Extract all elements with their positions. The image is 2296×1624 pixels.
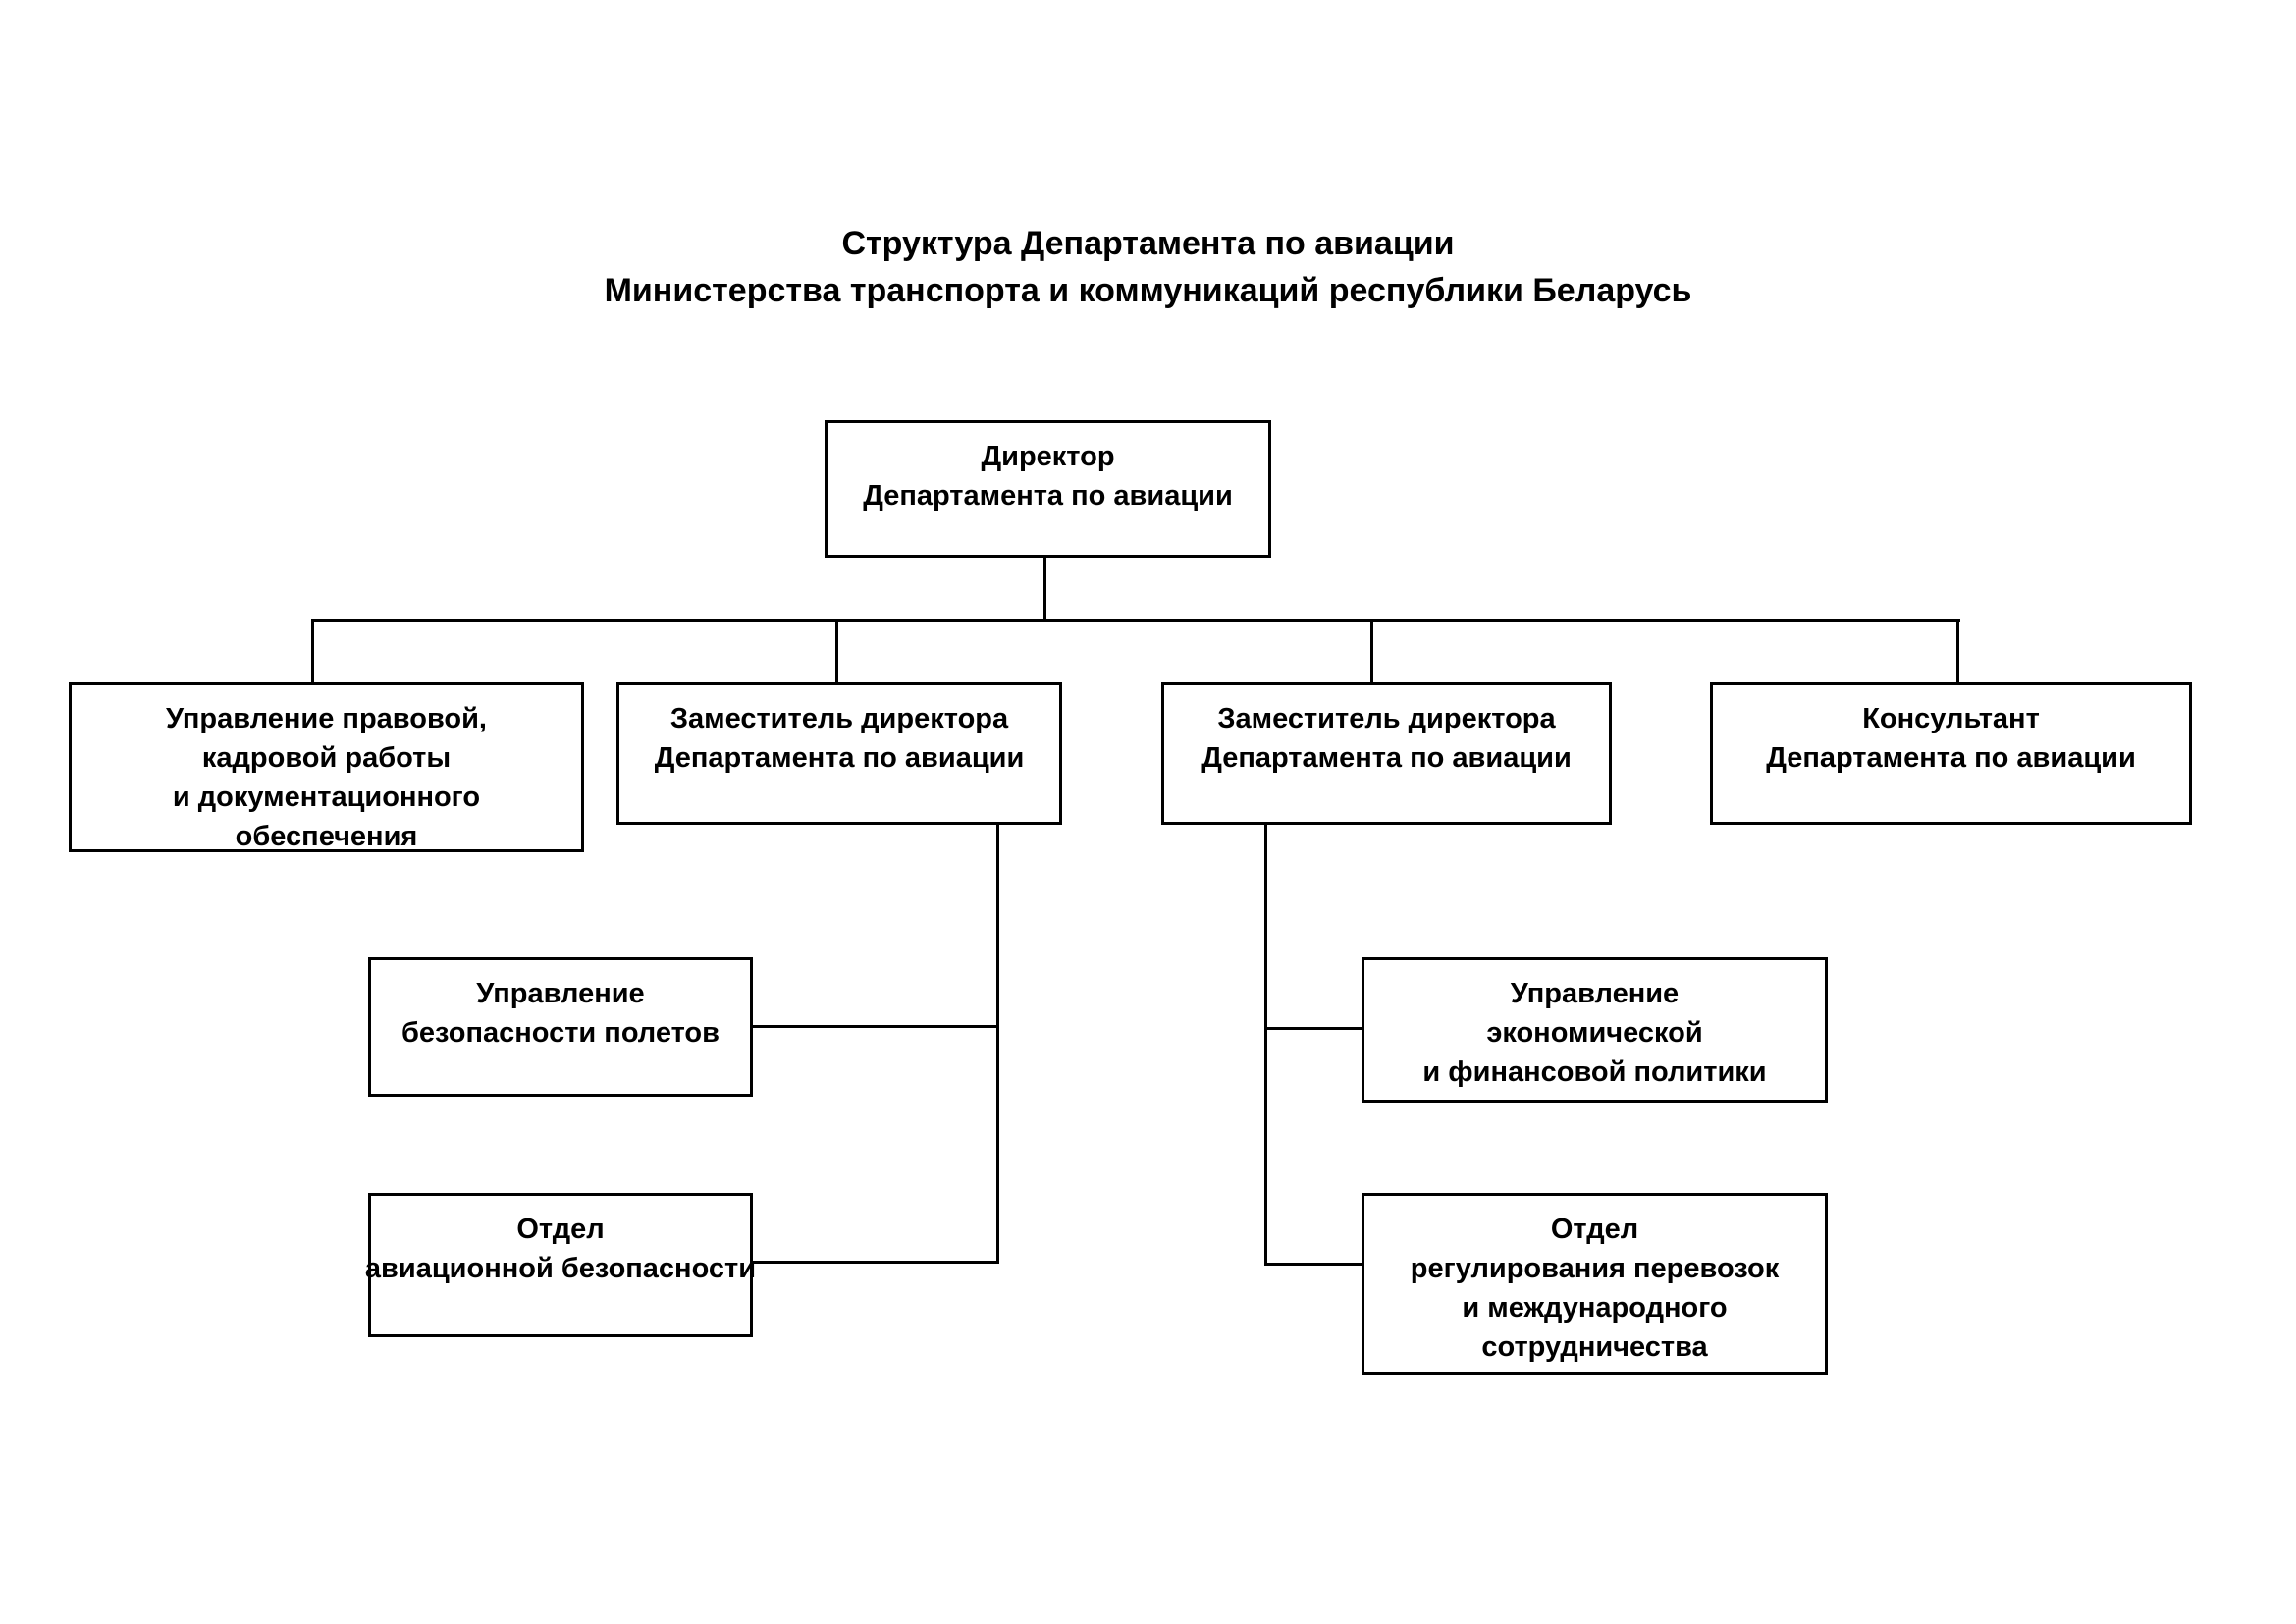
connector-drop-deputy-right [1370,619,1373,682]
node-label-line: Управление [1510,978,1680,1009]
node-director: Директор Департамента по авиации [825,420,1271,558]
node-transport-regulation-intl-department: Отдел регулирования перевозок и междунар… [1362,1193,1828,1375]
node-label-line: и международного [1462,1292,1728,1324]
node-label-line: авиационной безопасности [364,1253,757,1284]
connector-left-branch-vertical [996,825,999,1264]
node-label-line: Отдел [1550,1214,1639,1245]
node-consultant: Консультант Департамента по авиации [1710,682,2192,825]
connector-flight-safety-stub [753,1025,996,1028]
chart-title-line-2: Министерства транспорта и коммуникаций р… [604,272,1692,309]
connector-drop-deputy-left [835,619,838,682]
node-economic-finance-directorate: Управление экономической и финансовой по… [1362,957,1828,1103]
node-label-line: Заместитель директора [1217,703,1556,734]
connector-director-drop [1043,557,1046,622]
node-label-line: Консультант [1862,703,2040,734]
connector-aviation-security-stub [753,1261,999,1264]
node-label-line: Департамента по авиации [654,742,1025,774]
node-label-line: обеспечения [235,821,418,852]
node-label-line: Отдел [516,1214,605,1245]
node-deputy-director-left: Заместитель директора Департамента по ав… [616,682,1062,825]
node-label-line: Управление правовой, [165,703,487,734]
node-label-line: сотрудничества [1481,1331,1708,1363]
chart-title-line-1: Структура Департамента по авиации [841,225,1455,262]
node-label-line: экономической [1486,1017,1703,1049]
connector-distribution-line [311,619,1960,622]
node-flight-safety-directorate: Управление безопасности полетов [368,957,753,1097]
node-label-line: Заместитель директора [669,703,1009,734]
node-label-line: Директор [981,441,1115,472]
node-label-line: Департамента по авиации [1201,742,1572,774]
connector-right-branch-vertical [1264,825,1267,1266]
node-label-line: кадровой работы [201,742,452,774]
node-label-line: и финансовой политики [1422,1056,1767,1088]
node-legal-hr-docs: Управление правовой, кадровой работы и д… [69,682,584,852]
node-label-line: Управление [476,978,645,1009]
node-label-line: безопасности полетов [401,1017,720,1049]
connector-economic-finance-stub [1264,1027,1362,1030]
chart-title: Структура Департамента по авиации Минист… [0,220,2296,314]
node-aviation-security-department: Отдел авиационной безопасности [364,1193,757,1337]
connector-transport-intl-stub [1264,1263,1362,1266]
node-label-line: регулирования перевозок [1410,1253,1780,1284]
node-deputy-director-right: Заместитель директора Департамента по ав… [1161,682,1612,825]
node-label-line: и документационного [172,782,481,813]
node-label-line: Департамента по авиации [863,480,1233,512]
connector-drop-consultant [1956,619,1959,682]
connector-drop-legal [311,619,314,682]
node-label-line: Департамента по авиации [1766,742,2136,774]
